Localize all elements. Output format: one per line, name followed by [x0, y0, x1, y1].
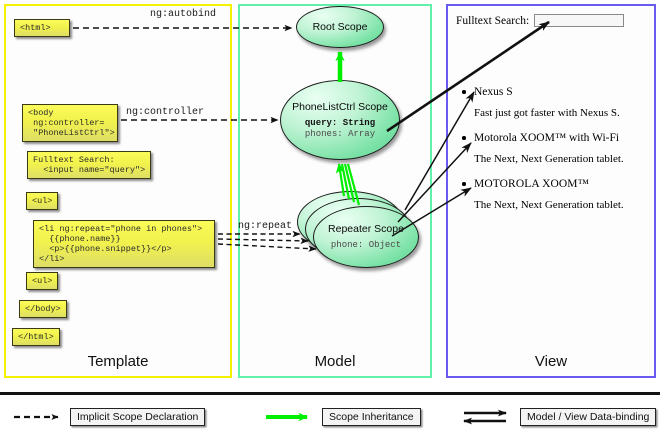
- view-list-item: Motorola XOOM™ with Wi-Fi The Next, Next…: [462, 132, 652, 166]
- view-list-item: MOTOROLA XOOM™ The Next, Next Generation…: [462, 178, 652, 212]
- scope-root: Root Scope: [296, 6, 384, 48]
- view-item-snippet: The Next, Next Generation tablet.: [474, 153, 624, 165]
- code-box-ul-open: <ul>: [26, 192, 58, 210]
- legend-label: Scope Inheritance: [322, 408, 421, 426]
- code-box-body-close: </body>: [19, 300, 67, 318]
- code-box-body-open: <body ng:controller= "PhoneListCtrl">: [22, 104, 118, 142]
- code-box-html-close: </html>: [12, 328, 60, 346]
- view-search-label: Fulltext Search:: [456, 14, 530, 27]
- view-search-row: Fulltext Search:: [456, 14, 625, 27]
- scope-repeater-props: phone: Object: [331, 240, 401, 251]
- scope-repeater: Repeater Scope phone: Object: [313, 206, 419, 268]
- bullet-icon: [462, 136, 466, 140]
- scope-phonelistctrl: PhoneListCtrl Scope query: String phones…: [280, 80, 400, 160]
- edge-label-ng-repeat: ng:repeat: [238, 221, 293, 232]
- scope-phonelistctrl-title: PhoneListCtrl Scope: [292, 100, 388, 113]
- view-item-snippet: The Next, Next Generation tablet.: [474, 199, 624, 211]
- double-arrow-icon: [463, 409, 507, 425]
- green-arrow-icon: [266, 412, 308, 422]
- scope-root-title: Root Scope: [312, 21, 368, 33]
- view-content: Fulltext Search: Nexus S Fast just got f…: [452, 10, 652, 370]
- panel-template-label: Template: [87, 353, 149, 370]
- code-box-fulltext-search: Fulltext Search: <input name="query">: [27, 151, 151, 179]
- panel-template: Template: [4, 4, 232, 378]
- code-box-html-open: <html>: [14, 19, 70, 37]
- panel-view-label: View: [534, 353, 568, 370]
- view-item-name: MOTOROLA XOOM™: [474, 178, 590, 190]
- scope-phonelistctrl-props: query: String phones: Array: [305, 118, 375, 140]
- legend-entry-scope-inheritance: Scope Inheritance: [264, 400, 421, 434]
- legend-entry-model-view-data-binding: Model / View Data-binding: [462, 400, 657, 434]
- bullet-icon: [462, 182, 466, 186]
- bullet-icon: [462, 90, 466, 94]
- code-box-li-repeat: <li ng:repeat="phone in phones"> {{phone…: [33, 220, 215, 268]
- scope-repeater-title: Repeater Scope: [328, 223, 404, 235]
- scope-prop-phone: phone: Object: [330, 240, 402, 250]
- legend-label: Implicit Scope Declaration: [70, 408, 206, 426]
- legend: Implicit Scope Declaration Scope Inherit…: [0, 400, 660, 434]
- view-item-snippet: Fast just got faster with Nexus S.: [474, 107, 620, 119]
- edge-label-ng-autobind: ng:autobind: [150, 9, 217, 20]
- legend-entry-implicit-scope-declaration: Implicit Scope Declaration: [12, 400, 206, 434]
- panel-model-label: Model: [314, 353, 356, 370]
- panel-model: Model: [238, 4, 432, 378]
- edge-label-ng-controller: ng:controller: [126, 107, 205, 118]
- view-search-input[interactable]: [534, 14, 625, 27]
- view-item-name: Motorola XOOM™ with Wi-Fi: [474, 132, 620, 144]
- code-box-ul-close: <ul>: [26, 272, 58, 290]
- scope-prop-phones: phones: Array: [304, 128, 376, 139]
- dashed-arrow-icon: [14, 414, 59, 420]
- view-item-name: Nexus S: [474, 86, 513, 98]
- legend-divider: [0, 392, 660, 395]
- legend-label: Model / View Data-binding: [520, 408, 657, 426]
- scope-prop-query: query: String: [304, 117, 376, 128]
- view-list-item: Nexus S Fast just got faster with Nexus …: [462, 86, 652, 120]
